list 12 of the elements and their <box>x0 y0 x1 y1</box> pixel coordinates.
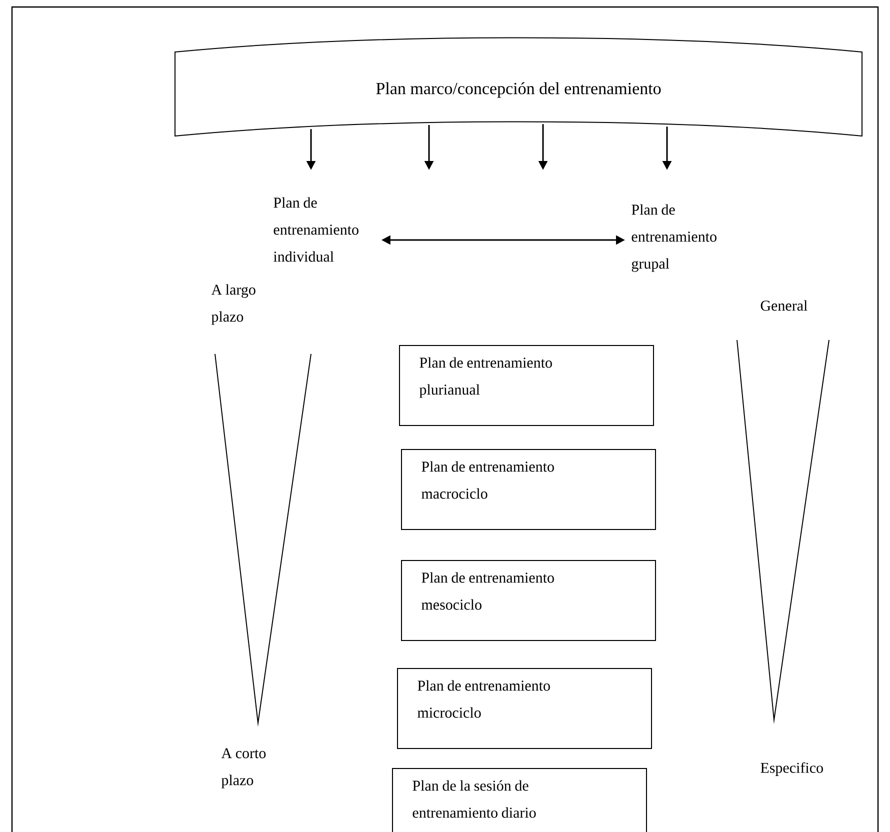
node-text: Plan de entrenamiento grupal <box>632 204 716 272</box>
side-label: General <box>760 300 808 311</box>
side-label: A corto plazo <box>221 748 266 788</box>
plan-box: Plan de entrenamiento microciclo <box>397 668 652 749</box>
plan-box: Plan de entrenamiento plurianual <box>399 345 654 426</box>
plan-box: Plan de la sesión de entrenamiento diario <box>392 768 647 832</box>
node-text: Plan de entrenamiento individual <box>274 197 358 262</box>
plan-box: Plan de entrenamiento mesociclo <box>401 560 656 641</box>
plan-box: Plan de entrenamiento macrociclo <box>401 449 656 530</box>
side-label: A largo plazo <box>211 284 256 325</box>
banner: Plan marco/concepción del entrenamiento <box>174 37 863 136</box>
side-label: Especifico <box>760 762 823 776</box>
